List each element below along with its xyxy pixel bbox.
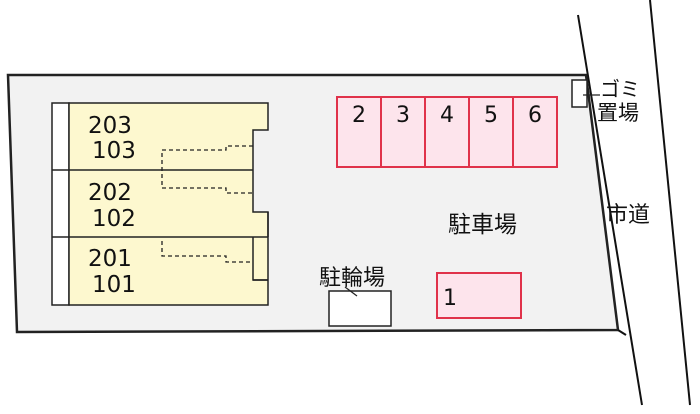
unit-lower: 101 xyxy=(92,272,136,298)
unit-lower: 103 xyxy=(92,138,136,164)
parking-slot-label: 2 xyxy=(352,103,366,128)
unit-lower: 102 xyxy=(92,206,136,232)
unit-upper: 201 xyxy=(88,246,132,272)
parking-slot-label: 4 xyxy=(440,103,454,128)
bicycle-parking-label: 駐輪場 xyxy=(319,266,385,291)
parking-slot-label: 3 xyxy=(396,103,410,128)
road-label: 市道 xyxy=(606,203,650,228)
parking-slot-5 xyxy=(468,96,514,168)
bicycle-parking xyxy=(328,290,392,327)
unit-upper: 202 xyxy=(88,180,132,206)
parking-slot-1 xyxy=(436,272,522,319)
garbage-label: 置場 xyxy=(597,101,639,125)
parking-slot-2 xyxy=(336,96,382,168)
unit-upper: 203 xyxy=(88,113,132,139)
road-edge-right xyxy=(649,0,691,406)
parking-slot-label: 1 xyxy=(443,286,457,311)
building-corridor xyxy=(51,102,70,306)
parking-slot-6 xyxy=(512,96,558,168)
parking-slot-label: 6 xyxy=(528,103,542,128)
balcony-dashed-lines xyxy=(161,145,253,263)
building xyxy=(68,102,269,306)
parking-label: 駐車場 xyxy=(448,212,517,238)
parking-slot-3 xyxy=(380,96,426,168)
garbage-area xyxy=(571,79,588,108)
garbage-label: ゴミ xyxy=(600,77,640,101)
road-edge-left xyxy=(577,14,643,406)
parking-slot-label: 5 xyxy=(484,103,498,128)
